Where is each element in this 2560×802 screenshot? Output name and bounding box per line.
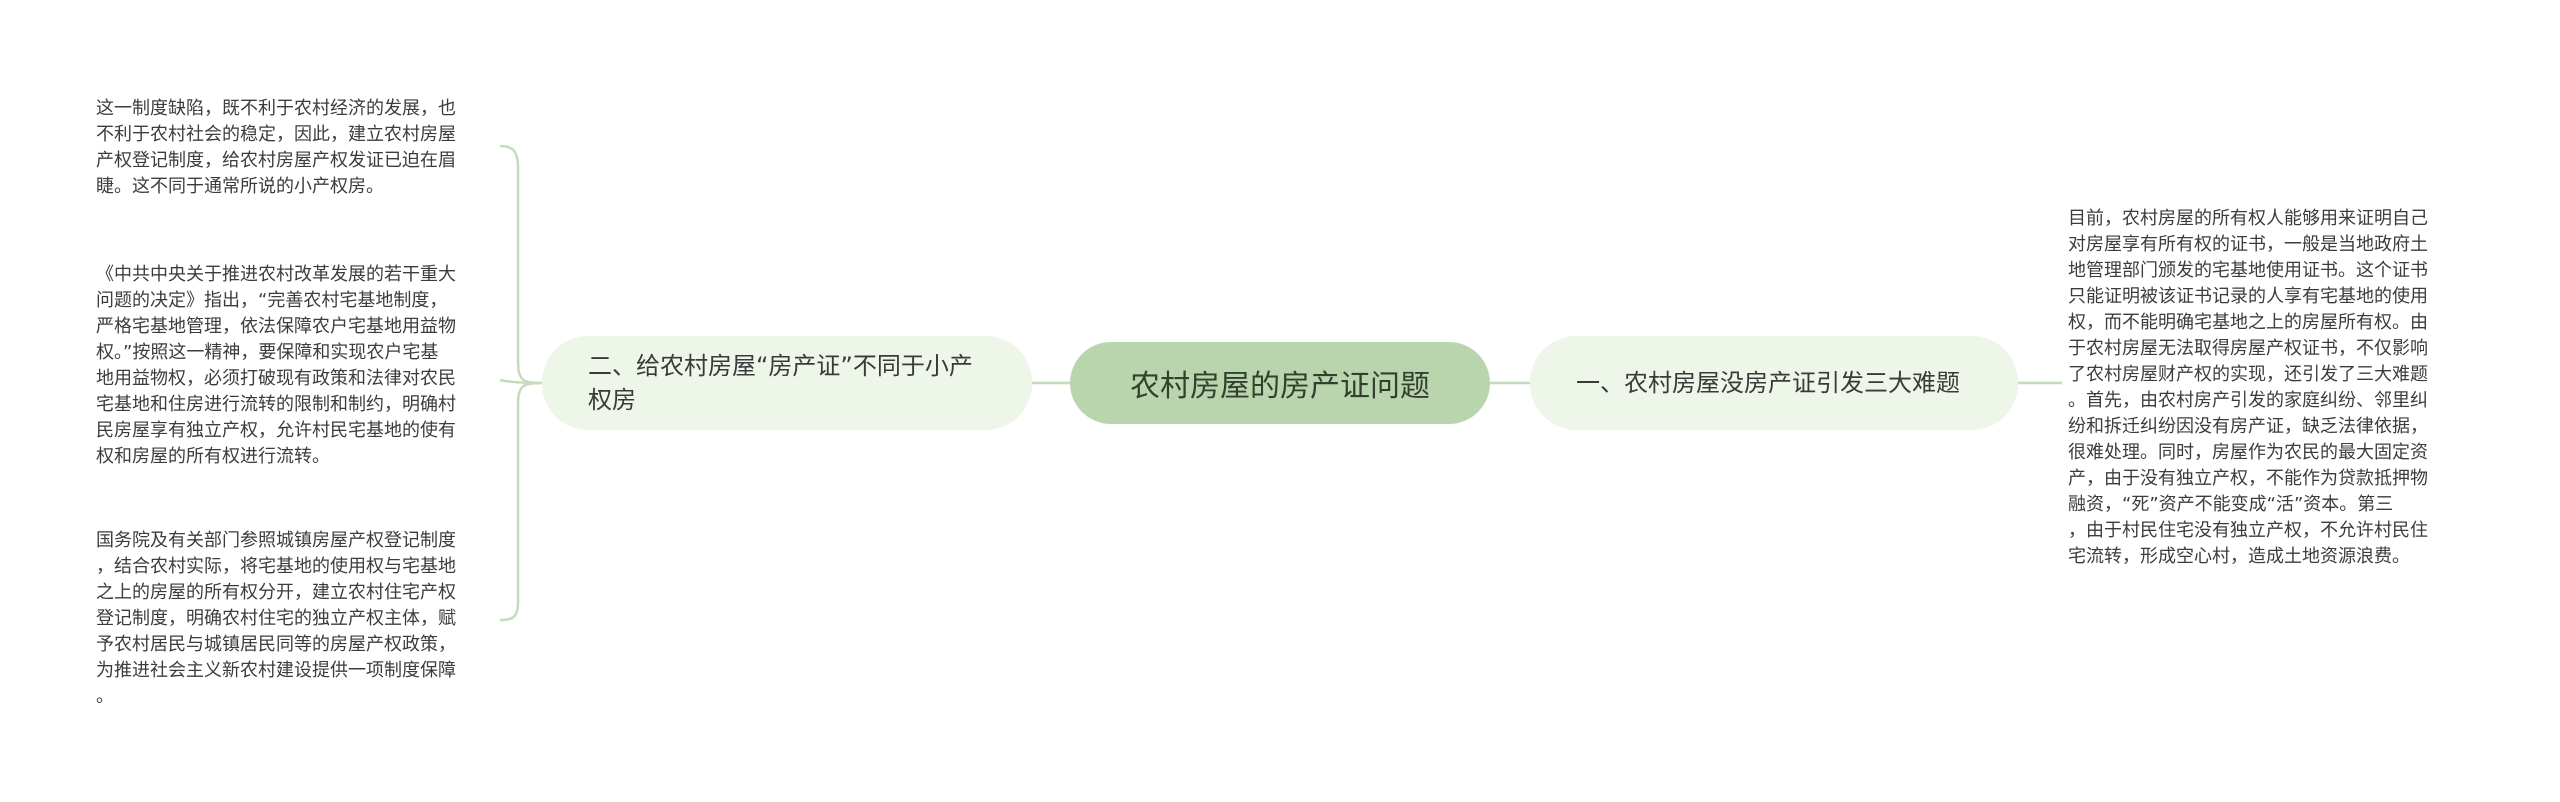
center-topic-node[interactable]: 农村房屋的房产证问题: [1070, 342, 1490, 424]
branch-node-left[interactable]: 二、给农村房屋“房产证”不同于小产权房: [542, 336, 1032, 430]
leaf-note-left-2: 《中共中央关于推进农村改革发展的若干重大 问题的决定》指出，“完善农村宅基地制度…: [96, 264, 456, 467]
leaf-note-left-1: 这一制度缺陷，既不利于农村经济的发展，也 不利于农村社会的稳定，因此，建立农村房…: [96, 98, 456, 197]
branch-node-right[interactable]: 一、农村房屋没房产证引发三大难题: [1530, 336, 2018, 430]
leaf-note-right-1: 目前，农村房屋的所有权人能够用来证明自己 对房屋享有所有权的证书，一般是当地政府…: [2068, 208, 2428, 567]
leaf-note-left-3: 国务院及有关部门参照城镇房屋产权登记制度 ，结合农村实际，将宅基地的使用权与宅基…: [96, 530, 456, 707]
connector-left-leaf-3: [499, 381, 543, 622]
branch-left-label: 二、给农村房屋“房产证”不同于小产权房: [588, 352, 973, 414]
branch-right-label: 一、农村房屋没房产证引发三大难题: [1576, 369, 1960, 397]
connector-left-leaf-1: [499, 144, 543, 385]
center-topic-label: 农村房屋的房产证问题: [1130, 369, 1430, 404]
